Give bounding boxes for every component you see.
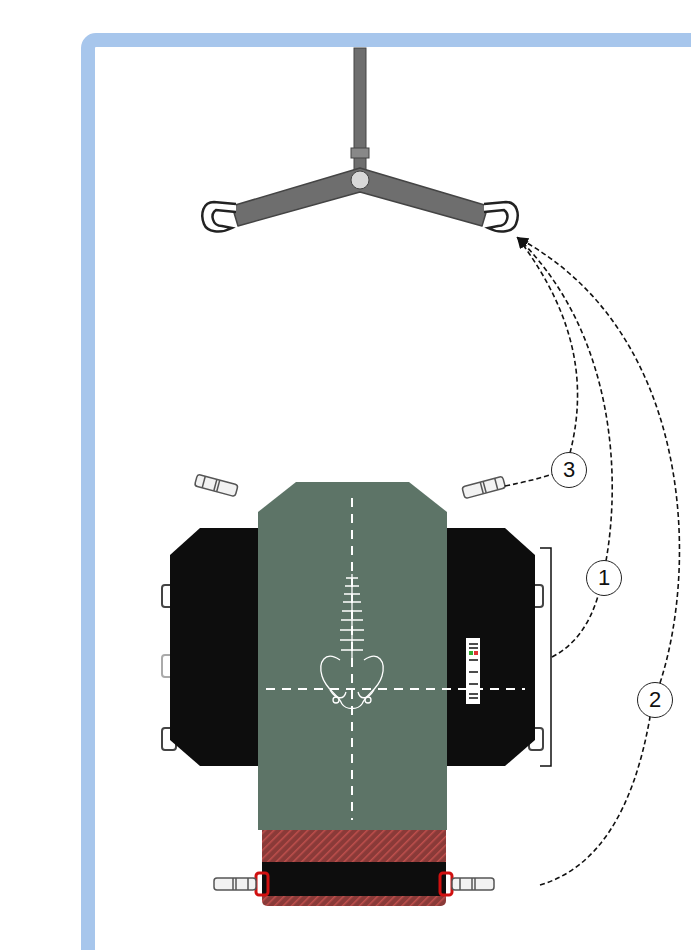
spine-pelvis <box>321 574 383 709</box>
left-wing <box>170 528 258 766</box>
callout-number: 1 <box>598 567 610 589</box>
callout-number: 2 <box>649 689 661 711</box>
frame <box>88 40 691 950</box>
spreader-bar <box>202 48 517 231</box>
back-panel <box>258 482 447 830</box>
sling-tag <box>466 638 480 704</box>
callout-circle: 1 <box>586 560 622 596</box>
callout-number: 3 <box>563 459 575 481</box>
right-wing <box>447 528 535 766</box>
leader-arrows <box>505 238 679 885</box>
callout-circle: 3 <box>551 452 587 488</box>
leg-strap <box>214 822 494 906</box>
callout-circle: 2 <box>637 682 673 718</box>
center-lines <box>266 498 525 820</box>
bracket <box>540 548 551 766</box>
